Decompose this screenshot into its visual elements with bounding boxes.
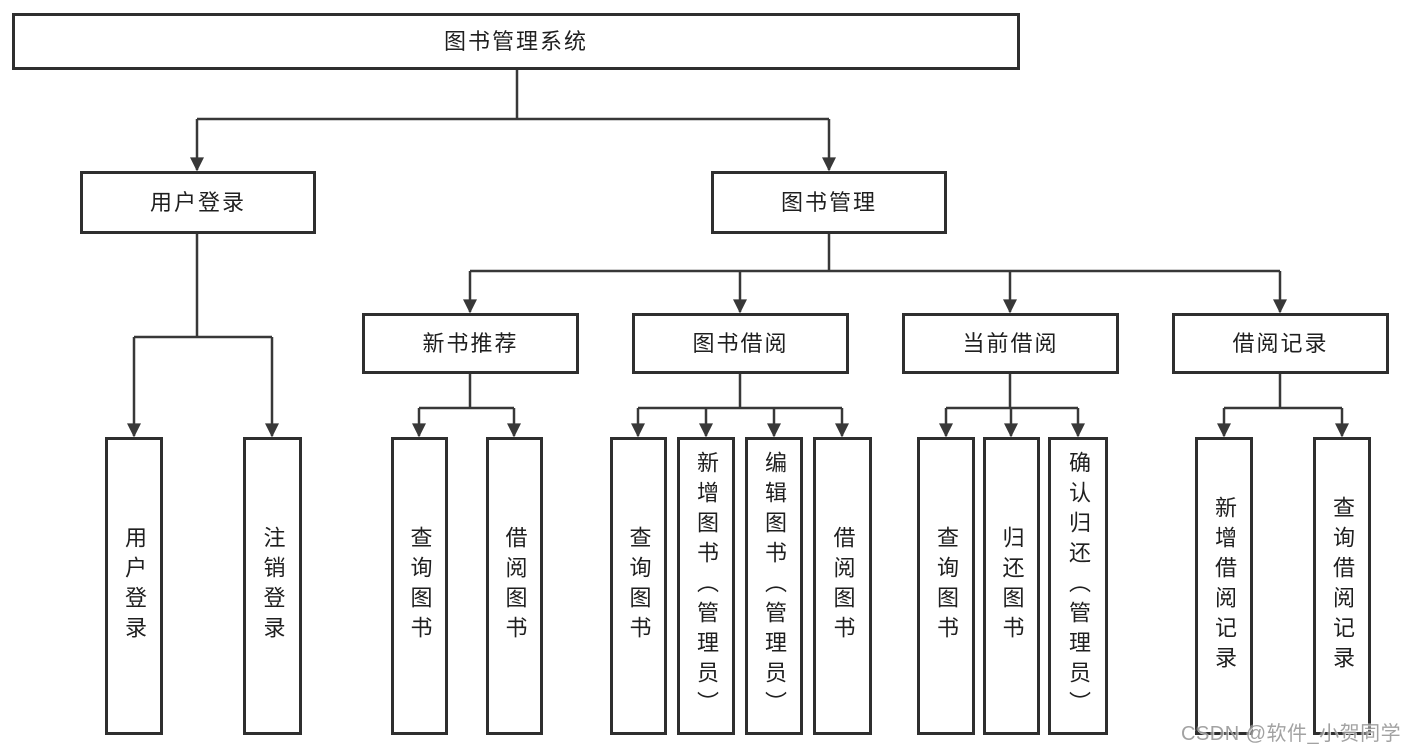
node-new-book-recommend: 新书推荐 (362, 313, 579, 374)
leaf-current-confirm-return-admin: 确认归还（管理员） (1048, 437, 1108, 735)
node-borrow-records: 借阅记录 (1172, 313, 1389, 374)
node-library-system: 图书管理系统 (12, 13, 1020, 70)
node-current-borrowing: 当前借阅 (902, 313, 1119, 374)
leaf-records-add-borrow-record: 新增借阅记录 (1195, 437, 1253, 735)
leaf-logout-login: 注销登录 (243, 437, 302, 735)
leaf-borrowing-borrow-books: 借阅图书 (813, 437, 872, 735)
leaf-borrowing-edit-books-admin: 编辑图书（管理员） (745, 437, 803, 735)
leaf-current-query-books: 查询图书 (917, 437, 975, 735)
connector-trunks (134, 70, 1342, 410)
leaf-recommend-query-books: 查询图书 (391, 437, 448, 735)
leaf-borrowing-query-books: 查询图书 (610, 437, 667, 735)
node-user-login: 用户登录 (80, 171, 316, 234)
csdn-watermark: CSDN @软件_小贺同学 (1181, 723, 1402, 745)
leaf-recommend-borrow-books: 借阅图书 (486, 437, 543, 735)
node-book-management: 图书管理 (711, 171, 947, 234)
leaf-current-return-books: 归还图书 (983, 437, 1040, 735)
leaf-user-login: 用户登录 (105, 437, 163, 735)
leaf-borrowing-add-books-admin: 新增图书（管理员） (677, 437, 735, 735)
leaf-records-query-borrow-record: 查询借阅记录 (1313, 437, 1371, 735)
node-book-borrowing: 图书借阅 (632, 313, 849, 374)
